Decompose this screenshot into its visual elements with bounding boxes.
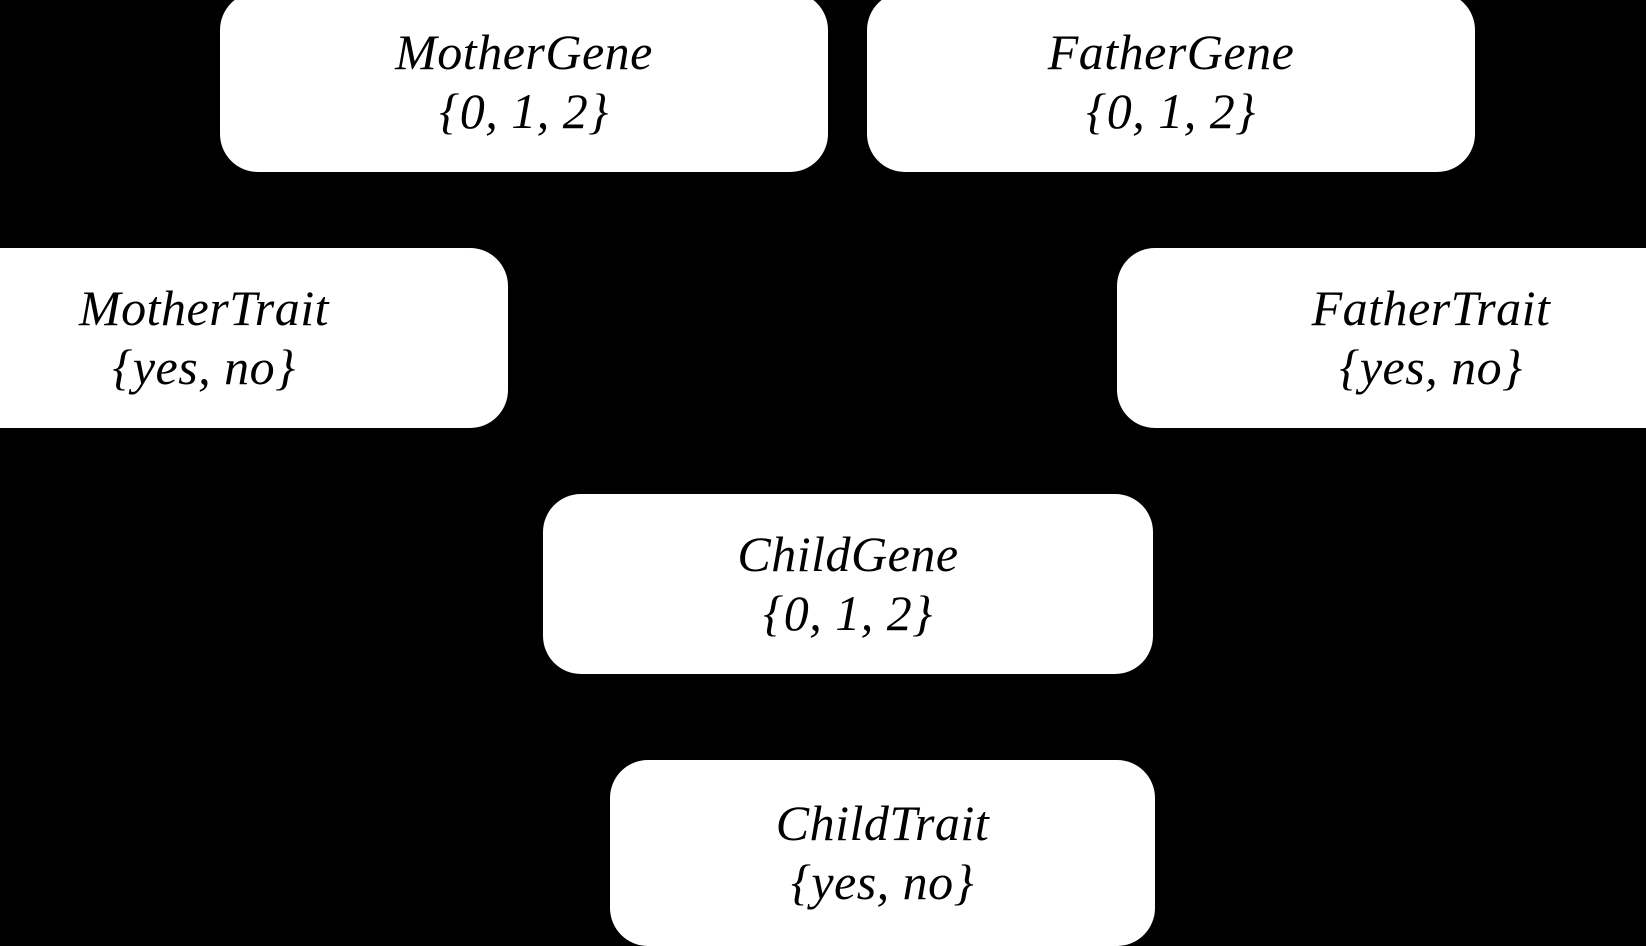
node-child-gene[interactable]: ChildGene {0, 1, 2} (543, 494, 1153, 674)
node-child-gene-domain: {0, 1, 2} (763, 585, 933, 641)
node-father-trait[interactable]: FatherTrait {yes, no} (1117, 248, 1646, 428)
node-child-gene-label: ChildGene (737, 526, 959, 582)
node-father-gene-domain: {0, 1, 2} (1086, 83, 1256, 139)
node-mother-gene[interactable]: MotherGene {0, 1, 2} (220, 0, 828, 172)
node-child-trait-label: ChildTrait (775, 795, 990, 851)
node-child-trait-domain: {yes, no} (790, 854, 975, 910)
node-father-gene-label: FatherGene (1047, 24, 1295, 80)
node-father-trait-domain: {yes, no} (1339, 339, 1523, 395)
node-mother-trait-domain: {yes, no} (112, 339, 296, 395)
node-mother-gene-domain: {0, 1, 2} (439, 83, 609, 139)
node-child-trait[interactable]: ChildTrait {yes, no} (610, 760, 1155, 946)
node-father-gene[interactable]: FatherGene {0, 1, 2} (867, 0, 1475, 172)
node-mother-trait[interactable]: MotherTrait {yes, no} (0, 248, 508, 428)
node-mother-gene-label: MotherGene (395, 24, 653, 80)
node-father-trait-label: FatherTrait (1311, 280, 1551, 336)
node-mother-trait-label: MotherTrait (79, 280, 329, 336)
